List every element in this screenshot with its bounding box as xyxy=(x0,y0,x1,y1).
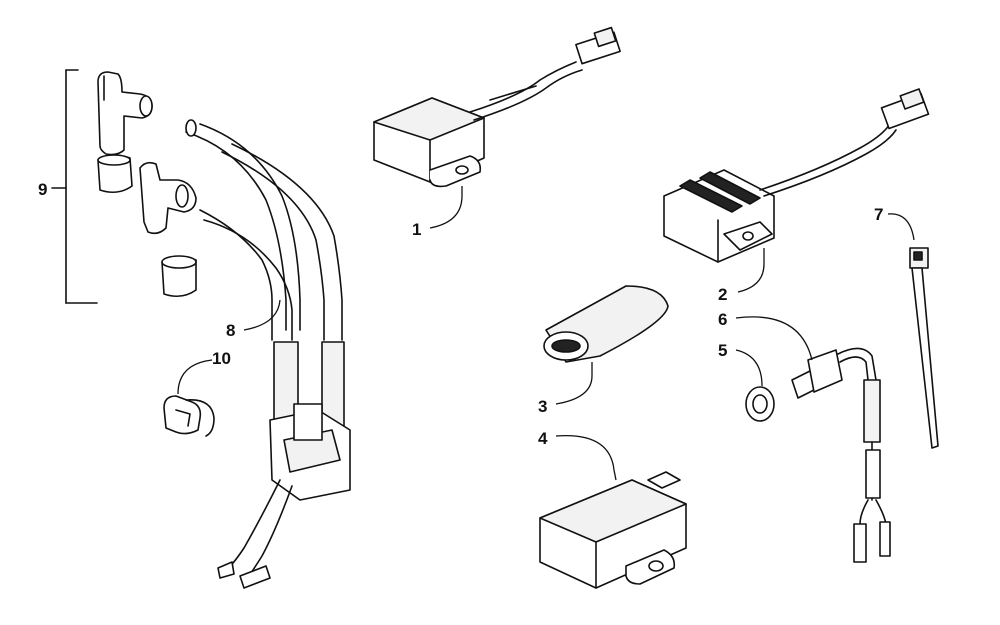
callout-8: 8 xyxy=(226,321,235,340)
heat-shrink-sleeve xyxy=(543,285,669,363)
callout-9: 9 xyxy=(38,180,47,199)
leader-8 xyxy=(243,299,281,331)
leader-5 xyxy=(735,349,763,387)
sealing-washer xyxy=(745,386,775,422)
cable-tie xyxy=(909,247,939,449)
callout-4: 4 xyxy=(538,429,548,448)
temperature-sensor xyxy=(791,347,891,563)
callout-10: 10 xyxy=(212,349,231,368)
callout-5: 5 xyxy=(718,341,727,360)
leader-4 xyxy=(555,434,617,481)
lead-clip xyxy=(163,395,215,437)
leader-10 xyxy=(177,359,213,395)
ignition-coil xyxy=(185,119,351,589)
voltage-regulator xyxy=(663,88,930,263)
leader-1 xyxy=(429,186,463,229)
callout-2: 2 xyxy=(718,285,727,304)
callout-6: 6 xyxy=(718,310,727,329)
cdi-module xyxy=(373,26,621,188)
spark-plug-cap-group xyxy=(51,69,197,304)
leader-7 xyxy=(887,213,915,241)
leader-3 xyxy=(555,362,593,405)
callout-1: 1 xyxy=(412,220,421,239)
control-module xyxy=(539,471,687,589)
leader-6 xyxy=(735,316,813,361)
callout-3: 3 xyxy=(538,397,547,416)
leader-2 xyxy=(737,248,765,293)
callout-7: 7 xyxy=(874,205,883,224)
